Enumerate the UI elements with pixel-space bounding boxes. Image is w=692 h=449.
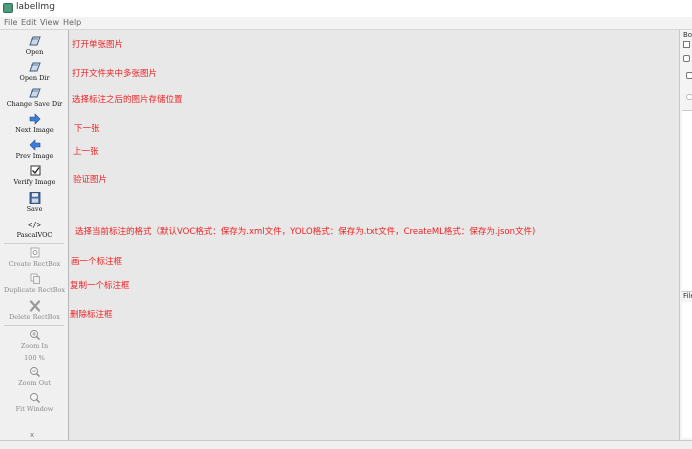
next-image-button[interactable]: Next Image [0, 113, 69, 134]
delete-x-icon [29, 300, 40, 312]
next-image-label: Next Image [15, 126, 54, 134]
delete-rectbox-button[interactable]: Delete RectBox [0, 300, 69, 321]
create-rect-icon [30, 247, 39, 258]
create-rectbox-label: Create RectBox [8, 260, 61, 268]
verify-image-label: Verify Image [13, 178, 56, 186]
floppy-disk-icon [29, 192, 40, 204]
status-bar [0, 440, 692, 449]
left-toolbar: Open Open Dir Change Save Dir Next Image… [0, 30, 69, 440]
edit-label-icon[interactable] [683, 41, 690, 48]
title-bar: labelImg [0, 0, 692, 18]
box-labels-title: Bo [683, 31, 692, 39]
difficult-checkbox[interactable] [683, 55, 690, 62]
open-dir-button[interactable]: Open Dir [0, 61, 69, 82]
duplicate-rectbox-label: Duplicate RectBox [3, 286, 66, 294]
menu-bar: File Edit View Help [0, 17, 692, 30]
fit-window-label: Fit Window [15, 405, 54, 413]
annotation-prev-image: 上一张 [73, 147, 99, 157]
label-input[interactable] [686, 94, 692, 100]
annotation-change-save-dir: 选择标注之后的图片存储位置 [72, 95, 183, 105]
right-dock: Bo File [679, 30, 692, 440]
window-title: labelImg [16, 2, 55, 12]
annotation-next-image: 下一张 [74, 124, 100, 134]
fit-window-icon [29, 393, 40, 403]
menu-edit[interactable]: Edit [21, 18, 37, 27]
save-label: Save [26, 205, 43, 213]
zoom-level-spinbox[interactable]: 100 % [0, 354, 69, 362]
default-label-checkbox[interactable] [686, 72, 692, 79]
save-dir-icon [28, 88, 41, 98]
prev-image-label: Prev Image [15, 152, 54, 160]
create-rectbox-button[interactable]: Create RectBox [0, 247, 69, 268]
prev-image-button[interactable]: Prev Image [0, 139, 69, 160]
save-button[interactable]: Save [0, 192, 69, 213]
format-toggle-button[interactable]: </> PascalVOC [0, 220, 69, 239]
toolbar-extension-button[interactable]: x [30, 431, 35, 439]
zoom-out-button[interactable]: Zoom Out [0, 366, 69, 387]
duplicate-rectbox-button[interactable]: Duplicate RectBox [0, 273, 69, 294]
image-canvas[interactable]: 打开单张图片 打开文件夹中多张图片 选择标注之后的图片存储位置 下一张 上一张 … [70, 30, 678, 440]
code-brackets-icon: </> [28, 221, 41, 229]
app-icon [3, 3, 13, 13]
zoom-in-icon [29, 330, 40, 340]
annotation-delete-rectbox: 删除标注框 [70, 310, 113, 320]
change-save-dir-button[interactable]: Change Save Dir [0, 87, 69, 108]
annotation-format: 选择当前标注的格式（默认VOC格式：保存为.xml文件，YOLO格式：保存为.t… [75, 227, 536, 237]
format-label: PascalVOC [16, 231, 53, 239]
menu-view[interactable]: View [40, 18, 59, 27]
label-list[interactable] [682, 110, 692, 292]
change-save-dir-label: Change Save Dir [6, 100, 63, 108]
file-list[interactable] [682, 302, 692, 438]
zoom-in-label: Zoom In [20, 342, 49, 350]
menu-help[interactable]: Help [63, 18, 82, 27]
fit-window-button[interactable]: Fit Window [0, 392, 69, 413]
zoom-in-button[interactable]: Zoom In [0, 329, 69, 350]
open-file-icon [28, 36, 41, 46]
zoom-out-label: Zoom Out [18, 379, 51, 387]
toolbar-separator [4, 325, 64, 326]
delete-rectbox-label: Delete RectBox [9, 313, 60, 321]
annotation-verify-image: 验证图片 [73, 175, 108, 185]
menu-file[interactable]: File [4, 18, 18, 27]
verify-image-button[interactable]: Verify Image [0, 165, 69, 186]
annotation-duplicate-rectbox: 复制一个标注框 [70, 281, 130, 291]
zoom-out-icon [29, 367, 40, 377]
toolbar-separator [4, 243, 64, 244]
open-dir-label: Open Dir [19, 74, 50, 82]
checkbox-check-icon [30, 165, 40, 176]
annotation-open: 打开单张图片 [72, 40, 124, 50]
arrow-left-icon [29, 139, 40, 151]
open-label: Open [25, 48, 44, 56]
open-folder-icon [28, 62, 41, 72]
file-list-title: File [683, 292, 692, 300]
zoom-level-value: 100 % [24, 354, 45, 362]
duplicate-icon [30, 273, 40, 284]
annotation-open-dir: 打开文件夹中多张图片 [72, 69, 158, 79]
annotation-create-rectbox: 画一个标注框 [71, 257, 123, 267]
open-button[interactable]: Open [0, 35, 69, 56]
arrow-right-icon [29, 113, 40, 125]
